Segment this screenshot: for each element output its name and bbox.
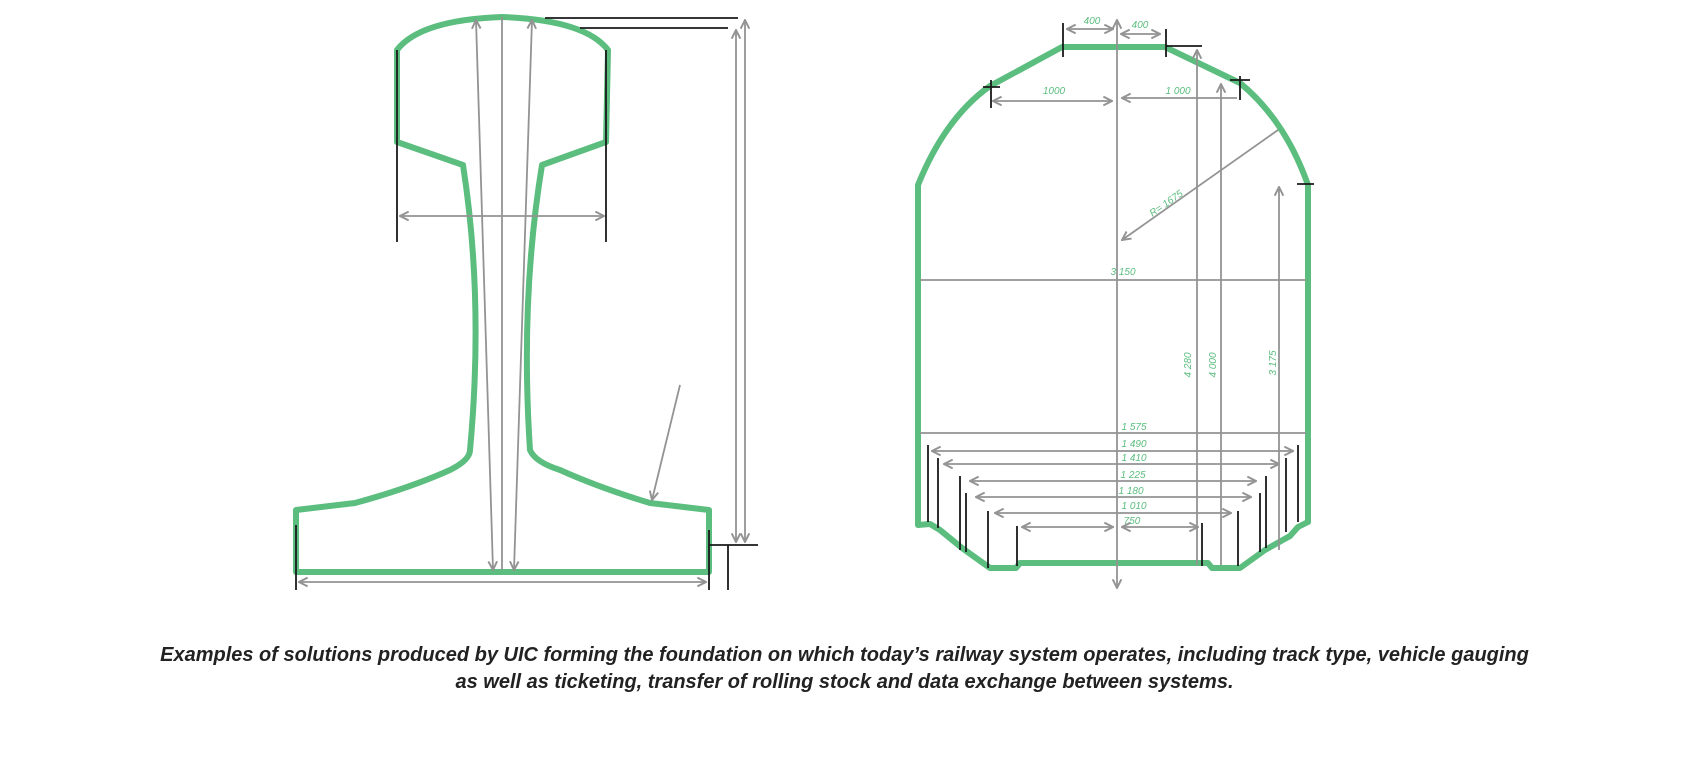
label-3150: 3 150 bbox=[1110, 267, 1135, 278]
vehicle-gauge-diagram: 400 400 1000 1 000 R= 1675 3 150 4 280 4… bbox=[915, 16, 1314, 588]
rail-dimension-lines bbox=[295, 17, 758, 590]
label-1180: 1 180 bbox=[1118, 486, 1143, 497]
label-1575: 1 575 bbox=[1121, 422, 1146, 433]
label-1410: 1 410 bbox=[1121, 453, 1146, 464]
label-1490: 1 490 bbox=[1121, 439, 1146, 450]
gauge-dimension-lines bbox=[920, 20, 1314, 588]
rail-outline bbox=[293, 14, 712, 575]
label-4000: 4 000 bbox=[1208, 352, 1219, 377]
label-1225: 1 225 bbox=[1120, 470, 1145, 481]
caption-line-1: Examples of solutions produced by UIC fo… bbox=[160, 644, 1529, 666]
rail-profile-diagram bbox=[293, 14, 758, 590]
gauge-outline bbox=[915, 44, 1311, 571]
label-upper-right: 1 000 bbox=[1165, 86, 1190, 97]
label-top-right: 400 bbox=[1132, 20, 1149, 31]
label-750: 750 bbox=[1124, 516, 1141, 527]
label-top-left: 400 bbox=[1084, 16, 1101, 27]
label-3175: 3 175 bbox=[1268, 350, 1279, 375]
label-4280: 4 280 bbox=[1183, 352, 1194, 377]
figure-caption: Examples of solutions produced by UIC fo… bbox=[0, 642, 1689, 696]
label-upper-left: 1000 bbox=[1043, 86, 1066, 97]
label-radius: R= 1675 bbox=[1148, 188, 1186, 219]
label-1010: 1 010 bbox=[1121, 501, 1146, 512]
gauge-labels: 400 400 1000 1 000 R= 1675 3 150 4 280 4… bbox=[1043, 16, 1279, 527]
caption-line-2: as well as ticketing, transfer of rollin… bbox=[455, 671, 1234, 693]
diagrams: 400 400 1000 1 000 R= 1675 3 150 4 280 4… bbox=[293, 14, 1314, 590]
